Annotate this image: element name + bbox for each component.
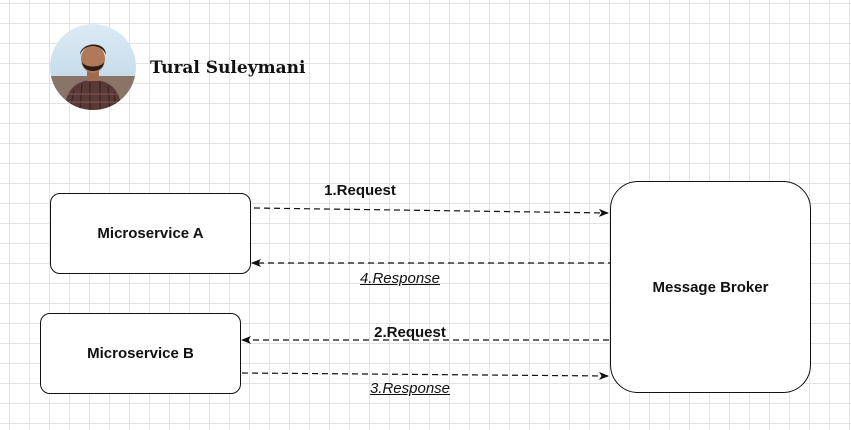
node-microservice-b[interactable]: Microservice B [40,313,241,394]
node-message-broker-label: Message Broker [652,278,769,296]
node-message-broker[interactable]: Message Broker [610,181,811,393]
node-microservice-a-label: Microservice A [97,225,204,242]
node-microservice-a[interactable]: Microservice A [50,193,251,274]
author-avatar [50,24,136,110]
author-name: Tural Suleymani [150,58,306,78]
edge-label-response-4: 4.Response [359,270,441,287]
node-microservice-b-label: Microservice B [87,345,194,362]
edge-request-1-arrow [253,207,609,217]
edge-label-response-3: 3.Response [369,380,451,397]
person-icon [50,24,136,110]
edge-label-request-2: 2.Request [374,324,446,341]
edge-label-request-1: 1.Request [324,182,396,199]
edge-response-3-arrow [241,371,609,380]
